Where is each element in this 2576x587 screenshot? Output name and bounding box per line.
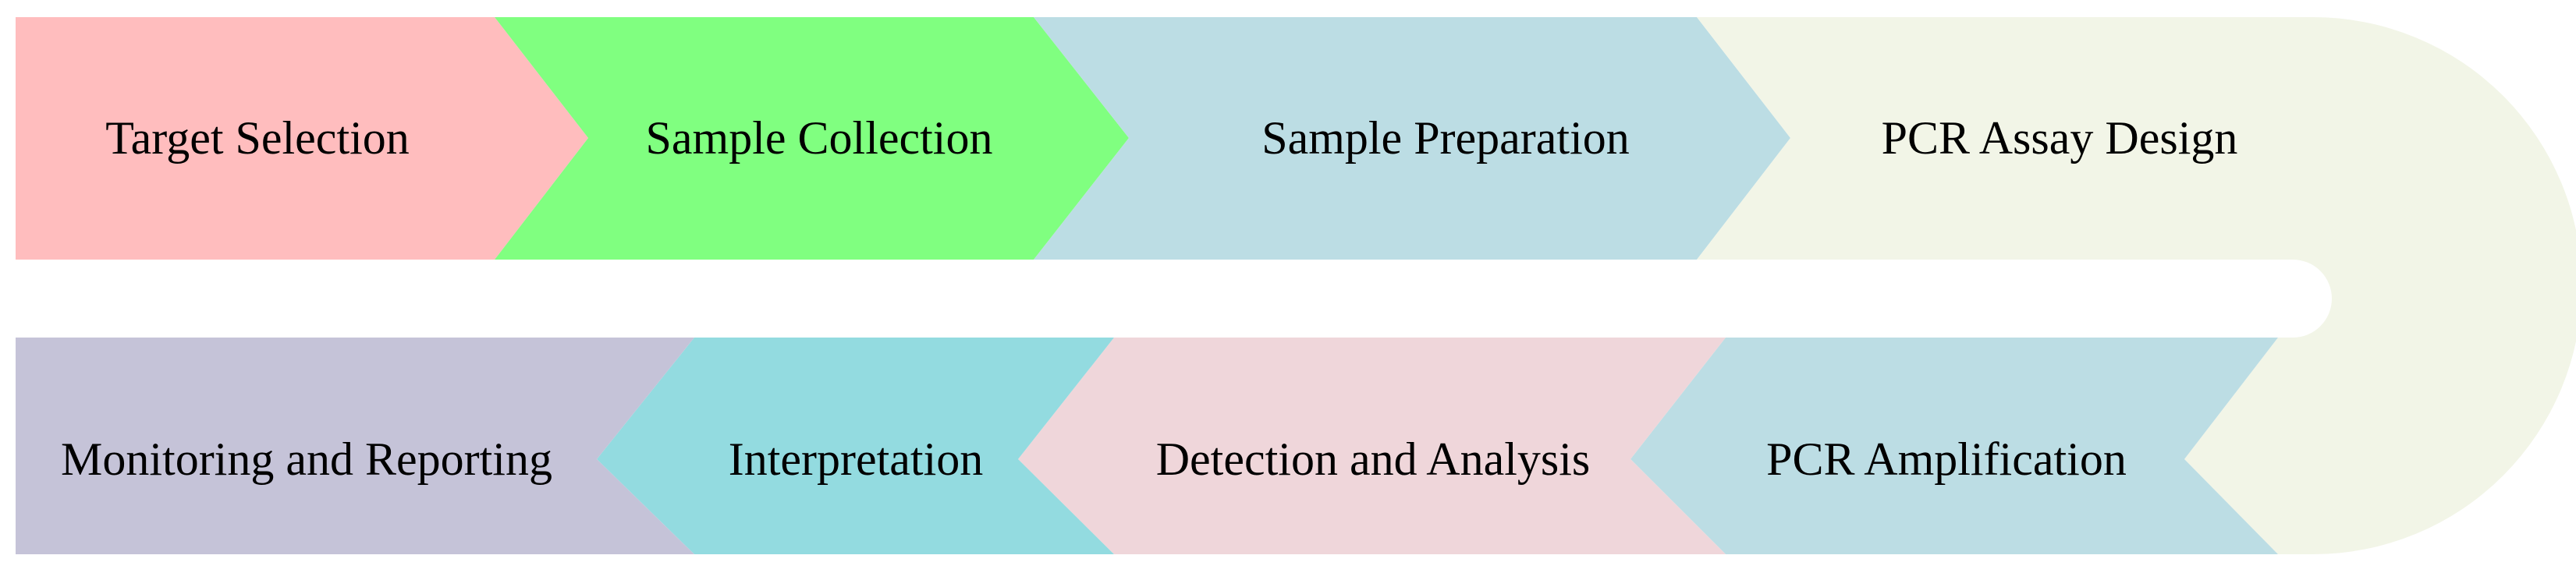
step-target-selection: Target Selection [16,17,588,260]
step-pcr-amplification: PCR Amplification [1630,338,2278,554]
step-interpretation-shape [597,338,1114,554]
step-pcr-assay-design: PCR Assay Design [1697,17,2237,260]
step-sample-preparation-shape [1034,17,1790,260]
step-sample-collection-label: Sample Collection [646,112,993,164]
step-pcr-assay-design-shape [1697,17,2141,260]
step-sample-collection-shape [495,17,1129,260]
u-turn-connector [2138,17,2576,554]
step-detection-and-analysis: Detection and Analysis [1018,338,1726,554]
step-target-selection-label: Target Selection [105,112,410,164]
step-interpretation: Interpretation [597,338,1114,554]
step-target-selection-shape [16,17,588,260]
step-detection-and-analysis-label: Detection and Analysis [1156,433,1591,485]
step-pcr-amplification-label: PCR Amplification [1766,433,2127,485]
step-sample-preparation-label: Sample Preparation [1261,112,1630,164]
step-pcr-assay-design-label: PCR Assay Design [1882,112,2238,164]
step-sample-preparation: Sample Preparation [1034,17,1790,260]
step-pcr-amplification-shape [1630,338,2278,554]
step-monitoring-and-reporting: Monitoring and Reporting [16,338,694,554]
step-detection-and-analysis-shape [1018,338,1726,554]
step-monitoring-and-reporting-label: Monitoring and Reporting [61,433,552,485]
step-interpretation-label: Interpretation [729,433,984,485]
step-monitoring-and-reporting-shape [16,338,694,554]
step-sample-collection: Sample Collection [495,17,1129,260]
